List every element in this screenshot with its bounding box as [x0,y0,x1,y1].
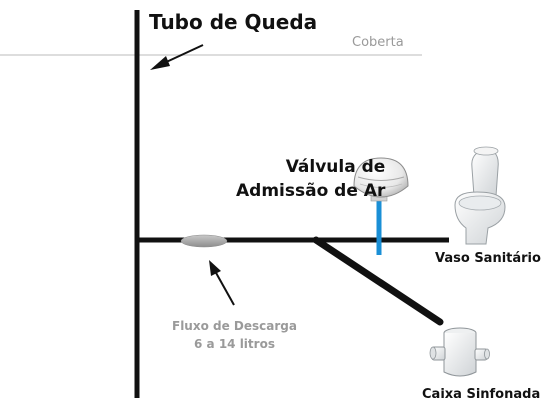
flow-label-line-2: 6 a 14 litros [194,337,275,351]
stack-arrow [150,44,204,70]
flow-arrow [209,260,235,306]
roof-label: Coberta [352,35,404,50]
air-valve-icon [353,157,409,202]
valve-label-line-1: Válvula de [285,157,386,177]
flow-label-line-1: Fluxo de Descarga [172,319,297,333]
flow-marker [180,234,228,248]
toilet-label: Vaso Sanitário [435,251,541,266]
valve-label-line-2: Admissão de Ar [236,181,386,201]
stack-title: Tubo de Queda [149,10,318,34]
trap-box-icon [429,327,490,377]
toilet-icon [454,146,506,245]
flow-label: Fluxo de Descarga 6 a 14 litros [172,317,297,353]
valve-label: Válvula de Admissão de Ar [236,155,385,203]
trap-box-label: Caixa Sinfonada [422,387,541,402]
branch-pipe [312,236,444,326]
